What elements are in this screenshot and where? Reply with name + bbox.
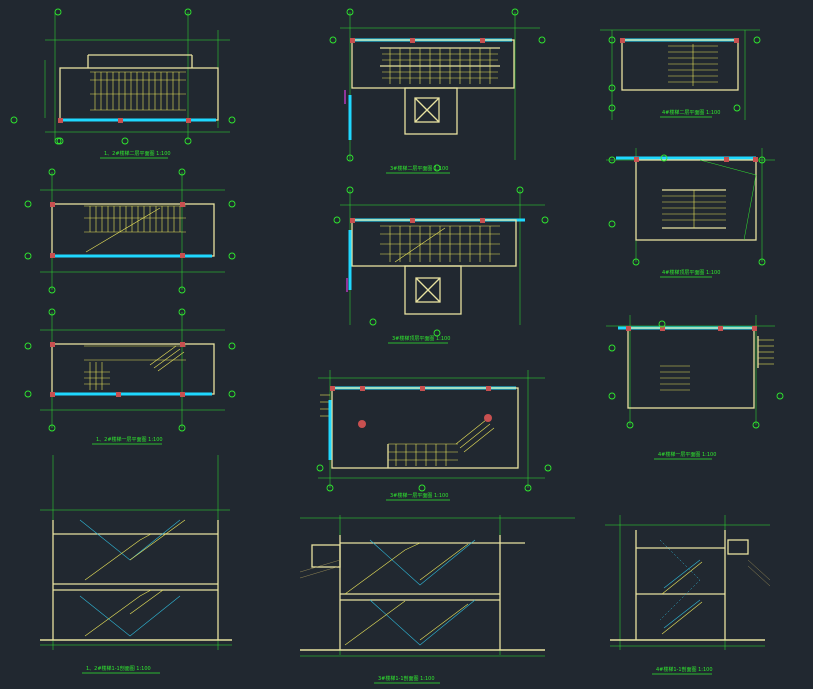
plan-title: 4#楼梯顶层平面图 1:100 — [662, 269, 720, 276]
stair-run — [79, 519, 186, 637]
axis-bubbles — [24, 308, 236, 432]
plan-3-stair-top: 3#楼梯顶层平面图 1:100 — [333, 186, 549, 344]
section-title: 4#楼梯1-1剖面图 1:100 — [656, 666, 713, 673]
plan-1-2-stair-variant — [24, 168, 236, 294]
plan-title: 4#楼梯一层平面图 1:100 — [658, 451, 716, 458]
axis-bubbles — [329, 8, 546, 172]
plan-3-stair-floor1: 3#楼梯一层平面图 1:100 — [316, 370, 552, 501]
stair-flight — [660, 336, 774, 391]
section-1-2-stair: 1、2#楼梯1-1剖面图 1:100 — [40, 455, 232, 674]
section-4-stair: 4#楼梯1-1剖面图 1:100 — [605, 515, 771, 675]
axis-bubbles — [333, 186, 549, 337]
plan-4-stair-floor2: 4#楼梯二层平面图 1:100 — [600, 29, 761, 120]
stair-flight — [90, 71, 186, 111]
axis-bubbles — [608, 36, 761, 112]
axis-bubbles — [608, 154, 766, 266]
plan-4-stair-top: 4#楼梯顶层平面图 1:100 — [606, 148, 775, 278]
stair-run — [344, 539, 476, 646]
plan-title: 3#楼梯二层平面图 1:100 — [390, 165, 448, 172]
stair-flight — [84, 345, 186, 390]
section-title: 1、2#楼梯1-1剖面图 1:100 — [86, 665, 151, 672]
plan-4-stair-floor1: 4#楼梯一层平面图 1:100 — [606, 315, 784, 460]
plan-title: 3#楼梯一层平面图 1:100 — [390, 492, 448, 499]
section-title: 3#楼梯1-1剖面图 1:100 — [378, 675, 435, 682]
stair-flight — [380, 225, 500, 263]
stair-flight — [320, 394, 495, 466]
stair-run — [659, 539, 703, 635]
stair-flight — [84, 205, 186, 253]
plan-title: 3#楼梯顶层平面图 1:100 — [392, 335, 450, 342]
plan-title: 1、2#楼梯一层平面图 1:100 — [96, 436, 163, 443]
plan-title: 1、2#楼梯二层平面图 1:100 — [104, 150, 171, 157]
axis-bubbles — [10, 8, 236, 145]
plan-title: 4#楼梯二层平面图 1:100 — [662, 109, 720, 116]
axis-bubbles — [608, 320, 784, 429]
section-3-stair: 3#楼梯1-1剖面图 1:100 — [299, 515, 575, 684]
stair-flight — [668, 44, 718, 86]
axis-bubbles — [316, 464, 552, 492]
axis-bubbles — [24, 168, 236, 294]
plan-3-stair-floor2: 3#楼梯二层平面图 1:100 — [329, 8, 546, 174]
stair-flight — [662, 190, 726, 228]
plan-1-2-stair-floor2: 1、2#楼梯二层平面图 1:100 — [10, 8, 236, 159]
stair-flight — [382, 48, 498, 84]
plan-1-2-stair-floor1: 1、2#楼梯一层平面图 1:100 — [24, 308, 236, 445]
